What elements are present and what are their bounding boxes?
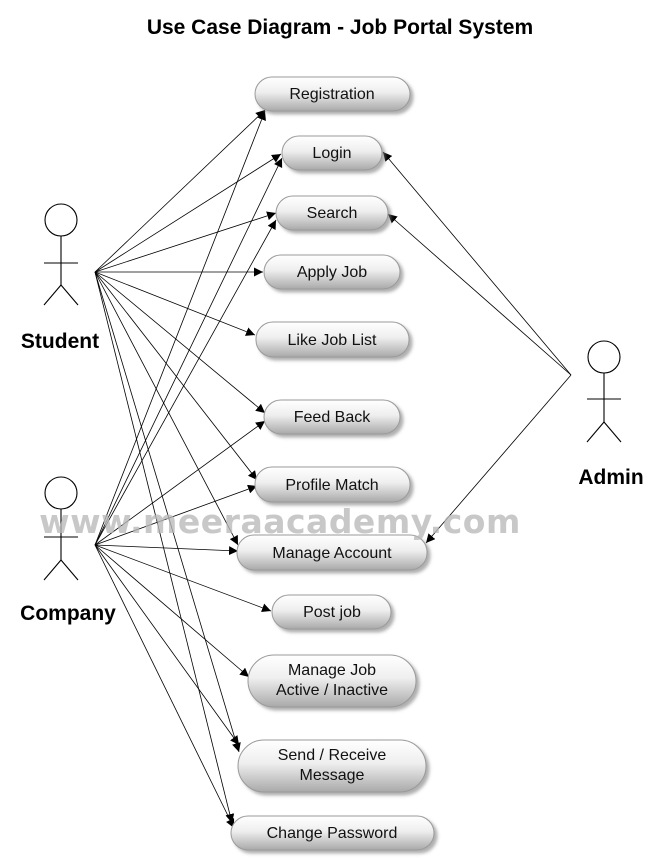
actor-company[interactable]: Company	[20, 476, 116, 625]
use-case-label: Feed Back	[294, 409, 371, 426]
actor-admin[interactable]: Admin	[578, 340, 644, 489]
association-student-profile-match	[94, 271, 258, 481]
association-student-search	[94, 211, 277, 273]
use-case-label: Search	[307, 205, 358, 222]
use-case-registration[interactable]: Registration	[254, 76, 411, 112]
use-case-search[interactable]: Search	[275, 195, 389, 231]
use-case-label: Like Job List	[288, 332, 377, 349]
actor-right-leg	[60, 284, 79, 306]
use-case-label-line-1: Send / Receive	[278, 747, 387, 764]
use-case-post-job[interactable]: Post job	[271, 594, 392, 630]
association-admin-manage-account	[425, 374, 572, 544]
association-student-registration	[94, 109, 266, 273]
use-case-label-line-1: Manage Job	[288, 662, 376, 679]
use-case-like-job-list[interactable]: Like Job List	[255, 321, 410, 358]
use-case-change-password[interactable]: Change Password	[230, 815, 435, 851]
use-case-label-line-2: Active / Inactive	[276, 682, 388, 699]
association-student-feed-back	[94, 271, 266, 414]
use-case-send-receive-message[interactable]: Send / Receive Message	[237, 739, 427, 793]
association-company-feed-back	[94, 420, 266, 546]
actor-right-leg	[60, 559, 79, 581]
use-case-group: Registration Login Search Apply Job Like…	[230, 76, 435, 851]
use-case-label: Post job	[303, 604, 361, 621]
association-company-login	[94, 157, 283, 546]
use-case-manage-job[interactable]: Manage Job Active / Inactive	[247, 654, 417, 708]
use-case-label: Profile Match	[285, 477, 378, 494]
actor-label-admin: Admin	[578, 466, 643, 489]
actor-label-student: Student	[21, 330, 99, 353]
association-admin-login	[382, 151, 572, 376]
association-admin-search	[387, 213, 572, 376]
use-case-label: Manage Account	[272, 545, 392, 562]
association-company-manage-account	[94, 544, 239, 556]
actor-left-leg	[43, 559, 62, 581]
use-case-manage-account[interactable]: Manage Account	[236, 534, 428, 571]
association-student-like-job-list	[94, 271, 256, 336]
association-student-manage-account	[94, 271, 239, 546]
actor-right-leg	[603, 421, 622, 443]
use-case-login[interactable]: Login	[281, 135, 383, 171]
use-case-apply-job[interactable]: Apply Job	[263, 254, 401, 290]
use-case-profile-match[interactable]: Profile Match	[254, 466, 411, 503]
actor-left-leg	[586, 421, 605, 443]
diagram-title: Use Case Diagram - Job Portal System	[147, 16, 533, 39]
use-case-feed-back[interactable]: Feed Back	[263, 399, 401, 435]
actor-left-leg	[43, 284, 62, 306]
use-case-label: Apply Job	[297, 264, 367, 281]
actor-head	[587, 340, 621, 374]
association-company-search	[94, 219, 277, 546]
association-company-manage-job	[94, 544, 250, 678]
use-case-label-line-2: Message	[300, 767, 365, 784]
association-company-post-job	[94, 544, 272, 613]
association-company-profile-match	[94, 484, 258, 546]
actor-head	[44, 203, 78, 237]
association-company-registration	[94, 110, 266, 546]
use-case-label: Registration	[289, 86, 374, 103]
watermark: www.meeraacademy.com	[39, 502, 521, 541]
association-lines	[94, 109, 572, 829]
association-company-change-password	[94, 544, 235, 829]
use-case-label: Login	[312, 145, 351, 162]
use-case-label: Change Password	[267, 825, 398, 842]
association-student-login	[94, 153, 282, 273]
actor-student[interactable]: Student	[21, 203, 99, 353]
actor-label-company: Company	[20, 602, 116, 625]
association-company-send-receive	[94, 544, 240, 746]
association-student-send-receive	[94, 271, 241, 753]
